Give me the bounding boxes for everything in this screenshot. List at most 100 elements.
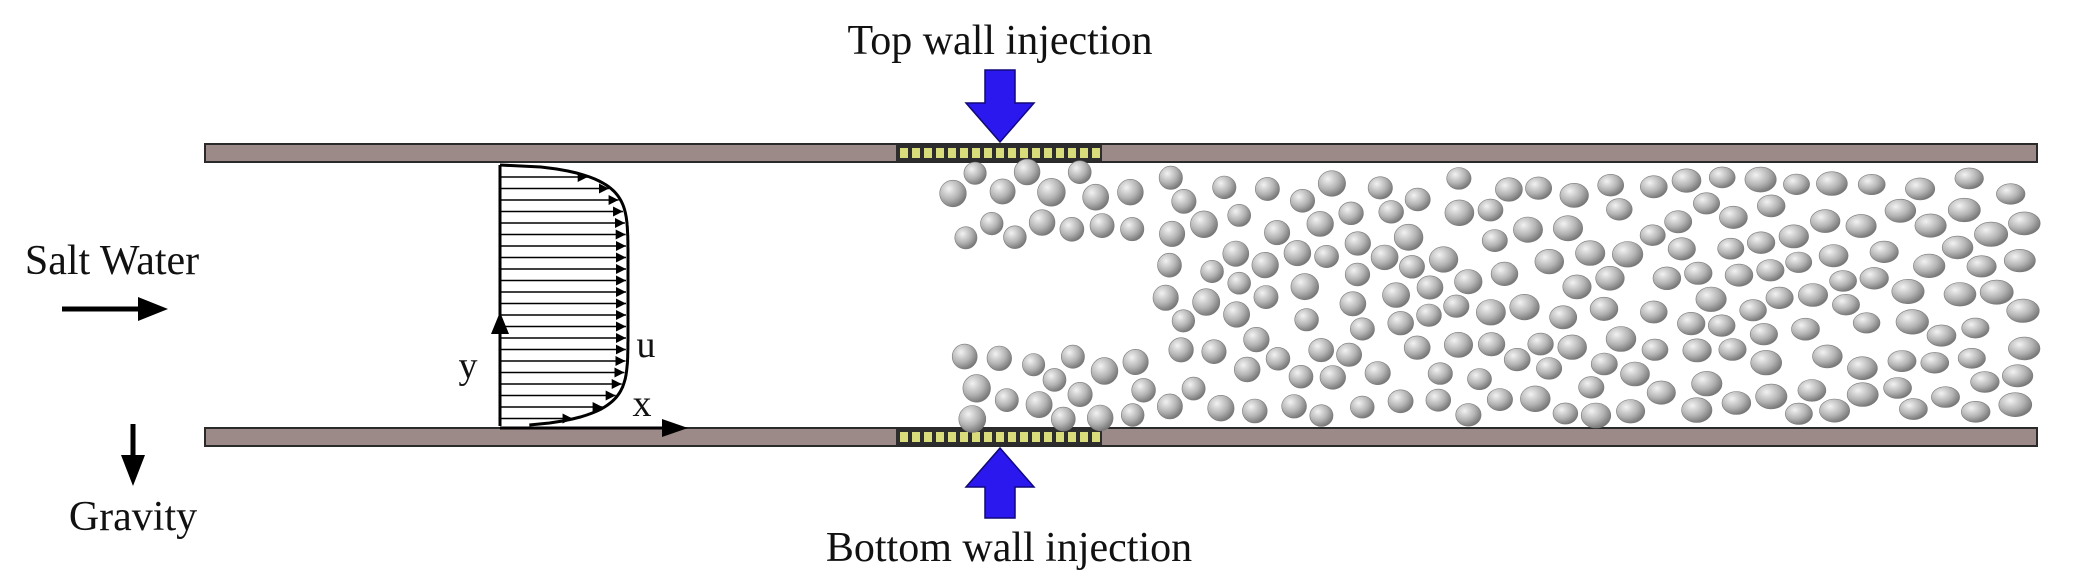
bubble	[1739, 299, 1767, 322]
bubble	[1242, 398, 1268, 424]
bubble	[1319, 365, 1346, 390]
axis-y-label: y	[459, 345, 478, 387]
bubble	[1393, 223, 1424, 251]
bubble	[1979, 279, 2014, 305]
bubble	[1467, 368, 1492, 391]
bubble	[1255, 177, 1280, 201]
bubble	[1350, 317, 1375, 341]
bubble	[1765, 286, 1794, 310]
bubble	[1168, 337, 1194, 363]
bubble	[1798, 283, 1829, 307]
bubble	[1961, 317, 1990, 339]
bubble	[1640, 300, 1668, 324]
injector-pore	[1032, 148, 1040, 158]
bubble	[1309, 404, 1334, 427]
bubble	[986, 345, 1012, 371]
injector-pore	[924, 148, 932, 158]
bubble	[1785, 402, 1813, 425]
bubble	[1913, 253, 1946, 278]
bubble	[1306, 211, 1334, 237]
injector-pore	[936, 148, 944, 158]
bubble	[1022, 353, 1046, 377]
bubble	[1639, 224, 1666, 246]
top-injection-arrow-icon	[964, 69, 1036, 144]
bubble	[1708, 166, 1736, 189]
bubble	[1778, 224, 1809, 249]
top-injector	[896, 145, 1102, 161]
bottom-wall	[204, 427, 2038, 447]
bubble	[1495, 177, 1523, 202]
bubble	[1695, 286, 1727, 312]
bubble	[1171, 188, 1197, 214]
bubble	[1960, 400, 1991, 423]
bubble	[1387, 389, 1414, 414]
bubble	[1089, 213, 1115, 239]
bubble	[1605, 326, 1637, 352]
bubble	[1364, 361, 1391, 386]
bubble	[1721, 391, 1752, 415]
bubble	[1317, 170, 1346, 197]
bubble	[1652, 266, 1682, 290]
injector-pore	[900, 432, 908, 442]
bubble	[1477, 332, 1506, 357]
bubble	[1891, 278, 1925, 304]
bubble	[1667, 237, 1696, 261]
bubble	[1996, 183, 2026, 205]
bubble	[2003, 249, 2036, 273]
injector-pore	[996, 148, 1004, 158]
injector-pore	[1020, 432, 1028, 442]
bubble	[2008, 336, 2041, 361]
bubble	[1620, 361, 1650, 387]
bubble	[1513, 216, 1543, 243]
bubble	[1746, 231, 1776, 254]
bubble	[1314, 245, 1339, 269]
bubble	[1606, 198, 1633, 221]
bubble	[1416, 275, 1444, 300]
bubble	[1640, 175, 1668, 199]
bubble	[1404, 187, 1431, 212]
bubble	[1387, 311, 1414, 336]
injector-pore	[972, 148, 980, 158]
bubble	[1117, 179, 1144, 206]
injector-pore	[1068, 148, 1076, 158]
bubble	[1717, 237, 1745, 260]
bubble	[1490, 261, 1519, 287]
bubble	[1223, 301, 1251, 328]
bubble	[1283, 240, 1312, 267]
bubble	[1120, 403, 1145, 427]
bubble	[1222, 240, 1250, 267]
bubble	[1816, 171, 1848, 196]
bubble	[1883, 377, 1912, 399]
injector-pore	[1080, 432, 1088, 442]
bubble	[1370, 244, 1399, 271]
bubble	[1192, 288, 1221, 316]
bubble	[1446, 167, 1472, 190]
bubble	[1428, 246, 1459, 273]
bubble	[1455, 403, 1482, 427]
bubble	[1152, 284, 1179, 311]
injector-pore	[984, 148, 992, 158]
bubble	[958, 405, 987, 433]
bubble	[1264, 220, 1291, 246]
bubble	[1707, 314, 1736, 337]
bubble	[1846, 382, 1879, 407]
bubble	[1829, 270, 1857, 292]
bubble	[1382, 282, 1411, 308]
bubble	[1336, 342, 1363, 367]
injector-pore	[1092, 148, 1100, 158]
bubble	[1616, 399, 1646, 424]
bubble-field	[939, 158, 2041, 433]
bubble	[1344, 231, 1371, 256]
bubble	[1059, 217, 1085, 242]
bubble	[939, 179, 967, 208]
injector-pore	[1080, 148, 1088, 158]
bubble	[1845, 214, 1877, 238]
bubble	[1646, 380, 1676, 405]
bubble	[1061, 344, 1085, 369]
bubble	[1719, 205, 1748, 229]
injector-pore	[912, 432, 920, 442]
bubble	[1783, 173, 1810, 195]
bubble	[1067, 160, 1092, 184]
injector-pore	[936, 432, 944, 442]
